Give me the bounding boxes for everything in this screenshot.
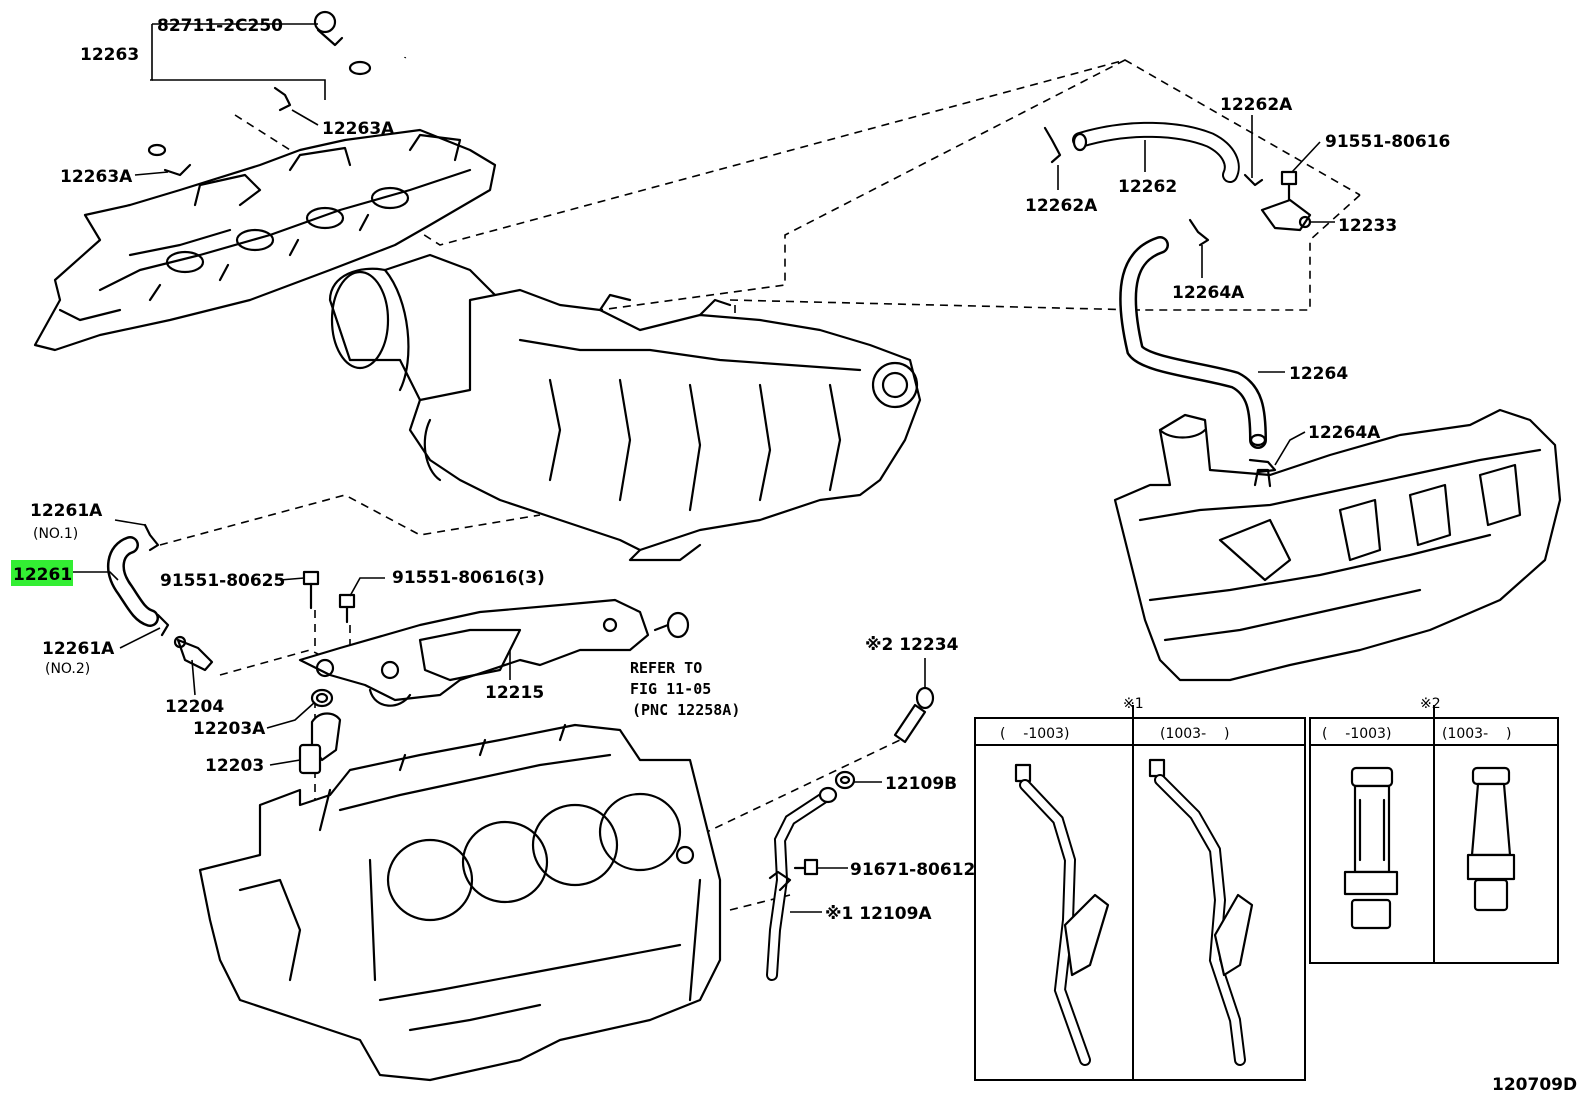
dipstick-guide-12234: [893, 686, 935, 744]
clip-12262a-top: [1243, 173, 1264, 187]
variant-box-2: ※2 ( -1003) (1003- ): [1309, 696, 1559, 964]
label-12264a-top: 12264A: [1172, 283, 1245, 303]
label-refer-line-2: FIG 11-05: [630, 680, 711, 698]
dipstick-guide-old-variant: [1014, 763, 1110, 1066]
label-12262: 12262: [1118, 177, 1177, 197]
label-12204: 12204: [165, 697, 224, 717]
leader-lines: [72, 23, 1335, 913]
label-12261a-no2: 12261A: [42, 639, 115, 659]
bolt-91671-80612: [793, 858, 819, 876]
label-12263a-left: 12263A: [60, 167, 133, 187]
bolt-91551-80625: [302, 570, 320, 610]
part-labels: 82711-2C250 12263 12263A 12263A 12262A 9…: [11, 16, 1577, 1095]
oil-level-gauge-guide-new: [1466, 766, 1516, 912]
variant-box-2-right-header: (1003- ): [1442, 726, 1511, 742]
label-12264a-mid: 12264A: [1308, 423, 1381, 443]
figure-code: 120709D: [1492, 1075, 1577, 1095]
label-12234: ※2 12234: [865, 635, 959, 655]
label-91551-80616-top: 91551-80616: [1325, 132, 1450, 152]
label-91671-80612: 91671-80612: [850, 860, 975, 880]
o-ring-12109b: [834, 770, 856, 790]
dipstick-guide-new-variant: [1148, 758, 1254, 1066]
label-91551-80616-3: 91551-80616(3): [392, 568, 545, 588]
valve-12204: [173, 635, 214, 672]
bolt-91551-80616-3: [338, 593, 356, 624]
clip-12263a-left: [163, 163, 192, 177]
label-12263a-top: 12263A: [322, 119, 395, 139]
clip-12263a-top: [273, 86, 292, 112]
cylinder-block: [198, 723, 722, 1082]
variant-box-1-right-header: (1003- ): [1160, 726, 1229, 742]
intake-manifold: [328, 253, 922, 562]
label-12203: 12203: [205, 756, 264, 776]
label-12203a: 12203A: [193, 719, 266, 739]
hose-12263: [147, 55, 411, 157]
fitting-12258a: [653, 611, 690, 639]
left-cylinder-head-cover: [33, 128, 497, 352]
label-82711-2c250: 82711-2C250: [157, 16, 283, 36]
label-12109b: 12109B: [885, 774, 957, 794]
label-91551-80625: 91551-80625: [160, 571, 285, 591]
variant-box-2-left-header: ( -1003): [1322, 726, 1391, 742]
oil-level-gauge-guide-old: [1343, 766, 1399, 930]
label-no2: (NO.2): [45, 661, 90, 677]
plate-12215: [298, 598, 650, 707]
clip-12261a-no1: [143, 523, 160, 552]
clip-12262a-left: [1043, 126, 1062, 164]
label-refer-line-1: REFER TO: [630, 659, 702, 677]
hose-clip-82711: [313, 10, 344, 47]
label-12233: 12233: [1338, 216, 1397, 236]
variant-box-1: ※1 ( -1003) (1003- ): [974, 696, 1306, 1081]
union-12233: [1260, 198, 1312, 232]
hose-12264: [1119, 236, 1267, 449]
label-12264: 12264: [1289, 364, 1348, 384]
label-12262a-left: 12262A: [1025, 196, 1098, 216]
clip-12261a-no2: [156, 613, 170, 637]
label-12109a: ※1 12109A: [825, 904, 932, 924]
variant-box-1-left-header: ( -1003): [1000, 726, 1069, 742]
label-refer-line-3: (PNC 12258A): [632, 701, 740, 719]
gasket-12203a: [310, 688, 334, 708]
hose-12261: [107, 536, 159, 627]
label-no1: (NO.1): [33, 526, 78, 542]
label-12262a-top: 12262A: [1220, 95, 1293, 115]
right-cylinder-head-cover: [1113, 408, 1562, 682]
label-12263: 12263: [80, 45, 139, 65]
variant-box-1-mark: ※1: [1123, 696, 1144, 712]
variant-box-2-mark: ※2: [1420, 696, 1441, 712]
hose-12262: [1072, 121, 1240, 183]
bolt-91551-80616-top: [1280, 170, 1298, 202]
clip-12264a-top: [1188, 218, 1210, 247]
label-12261-highlight: [11, 560, 73, 586]
label-12215: 12215: [485, 683, 544, 703]
pipe-12203: [298, 712, 342, 775]
label-12261: 12261: [13, 565, 72, 585]
dipstick-guide-12109a: [766, 786, 838, 981]
label-12261a-no1: 12261A: [30, 501, 103, 521]
